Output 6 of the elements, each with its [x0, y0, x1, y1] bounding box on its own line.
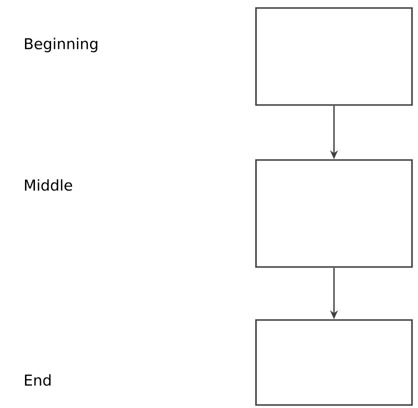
stage-label: Beginning — [25, 38, 98, 52]
flow-box — [255, 7, 413, 106]
stage-label: End — [25, 374, 51, 386]
stage-label: Middle — [25, 179, 72, 191]
flow-box — [255, 319, 413, 406]
flow-box — [255, 159, 413, 268]
